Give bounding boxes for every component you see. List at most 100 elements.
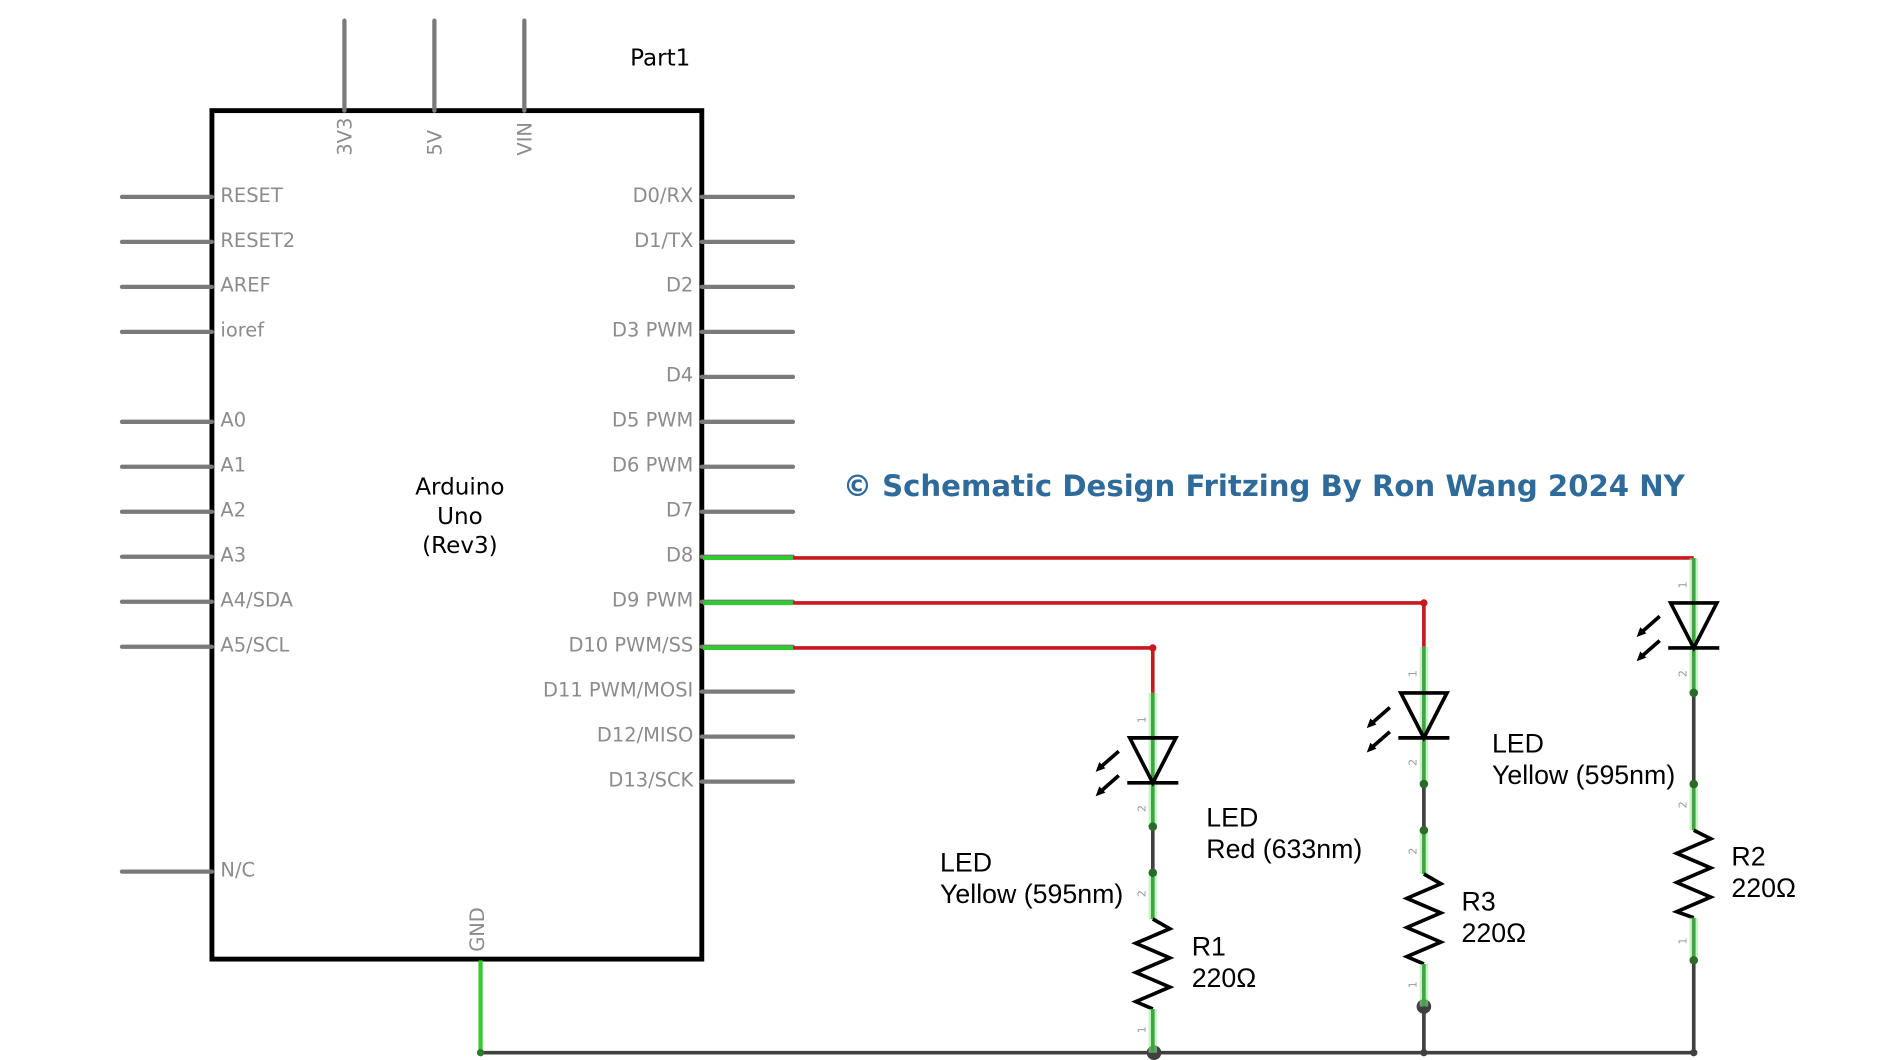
pin-label-gnd: GND bbox=[466, 907, 489, 952]
pin-label: D6 PWM bbox=[612, 454, 693, 477]
led-diode-icon bbox=[1397, 691, 1450, 742]
resistor-pin-number: 2 bbox=[1407, 848, 1420, 855]
resistor-r1[interactable]: 2 1 bbox=[1131, 868, 1175, 1053]
pin-d3-pwm[interactable]: D3 PWM bbox=[612, 319, 796, 342]
pin-a3[interactable]: A3 bbox=[119, 544, 246, 567]
pin-label: VIN bbox=[514, 122, 537, 156]
led-pin-number: 2 bbox=[1407, 759, 1420, 766]
pin-a0[interactable]: A0 bbox=[119, 409, 246, 432]
pin-5v[interactable]: 5V bbox=[424, 18, 447, 156]
credit-text: © Schematic Design Fritzing By Ron Wang … bbox=[843, 469, 1686, 503]
pin-label: A1 bbox=[220, 454, 246, 477]
arduino-uno-part[interactable]: Arduino Uno (Rev3) 3V3 5V VIN RESET RESET2A… bbox=[119, 18, 796, 962]
pin-label: 5V bbox=[424, 129, 447, 155]
pin-label: N/C bbox=[220, 858, 255, 881]
light-emission-arrows-icon bbox=[1366, 706, 1392, 753]
arduino-body-outline bbox=[209, 108, 705, 962]
wire-d9-bend-point bbox=[1420, 599, 1428, 607]
pin-d12-miso[interactable]: D12/MISO bbox=[597, 724, 796, 747]
resistor-pin-number: 1 bbox=[1136, 1026, 1149, 1033]
pin-n-c[interactable]: N/C bbox=[119, 858, 255, 881]
led-d10-label-color: Yellow (595nm) bbox=[940, 879, 1123, 909]
pin-aref[interactable]: AREF bbox=[119, 274, 271, 297]
pin-a1[interactable]: A1 bbox=[119, 454, 246, 477]
pin-3v3[interactable]: 3V3 bbox=[334, 18, 357, 156]
led-diode-icon bbox=[1126, 736, 1179, 787]
led-pin-number: 1 bbox=[1407, 670, 1420, 677]
r1-label-value: 220Ω bbox=[1192, 963, 1257, 993]
top-pins: 3V3 5V VIN bbox=[334, 18, 537, 156]
led-yellow-d10[interactable]: 1 2 bbox=[1095, 692, 1179, 831]
pin-ioref[interactable]: ioref bbox=[119, 319, 265, 342]
led-diode-icon bbox=[1667, 601, 1720, 652]
pin-d8[interactable]: D8 bbox=[666, 544, 796, 567]
resistor-r2[interactable]: 2 1 bbox=[1671, 779, 1716, 965]
pin-label: D5 PWM bbox=[612, 409, 693, 432]
pin-a2[interactable]: A2 bbox=[119, 499, 246, 522]
pin-label: A4/SDA bbox=[220, 589, 293, 612]
led-red-d9[interactable]: 1 2 bbox=[1366, 646, 1450, 789]
pin-vin[interactable]: VIN bbox=[514, 18, 537, 156]
r3-label-value: 220Ω bbox=[1462, 918, 1527, 948]
pin-a5-scl[interactable]: A5/SCL bbox=[119, 634, 290, 657]
pin-d11-pwm-mosi[interactable]: D11 PWM/MOSI bbox=[543, 679, 796, 702]
led-yellow-d8[interactable]: 1 2 bbox=[1636, 557, 1720, 698]
light-emission-arrows-icon bbox=[1095, 749, 1120, 797]
pin-label: 3V3 bbox=[334, 118, 357, 156]
wire-d10[interactable] bbox=[792, 646, 1155, 693]
led-d10-label-type: LED bbox=[940, 848, 992, 878]
r3-label-name: R3 bbox=[1462, 886, 1496, 916]
pin-label: AREF bbox=[220, 274, 270, 297]
pin-d0-rx[interactable]: D0/RX bbox=[633, 184, 796, 207]
r1-label-name: R1 bbox=[1192, 931, 1226, 961]
pin-d7[interactable]: D7 bbox=[666, 499, 796, 522]
led-pin-number: 2 bbox=[1136, 805, 1149, 812]
pin-label: A2 bbox=[220, 499, 246, 522]
resistor-pin-number: 2 bbox=[1136, 890, 1149, 897]
r2-label-value: 220Ω bbox=[1731, 873, 1796, 903]
pin-label: RESET2 bbox=[220, 229, 295, 252]
pin-label: D1/TX bbox=[634, 229, 693, 252]
light-emission-arrows-icon bbox=[1636, 614, 1661, 662]
pin-label: D10 PWM/SS bbox=[568, 634, 693, 657]
pin-a4-sda[interactable]: A4/SDA bbox=[119, 589, 294, 612]
pin-d10-pwm-ss[interactable]: D10 PWM/SS bbox=[568, 634, 796, 657]
pin-d1-tx[interactable]: D1/TX bbox=[634, 229, 796, 252]
pin-reset2[interactable]: RESET2 bbox=[119, 229, 295, 252]
wires bbox=[476, 555, 1698, 1060]
wire-d9[interactable] bbox=[792, 601, 1426, 647]
wire-d10-bend-point bbox=[1149, 644, 1157, 652]
resistor-pin-number: 1 bbox=[1676, 938, 1689, 945]
pin-d5-pwm[interactable]: D5 PWM bbox=[612, 409, 796, 432]
pin-label: D8 bbox=[666, 544, 693, 567]
pin-reset[interactable]: RESET bbox=[119, 184, 283, 207]
resistor-pin-number: 1 bbox=[1407, 981, 1420, 988]
part-title: Part1 bbox=[630, 46, 690, 72]
pin-label: D0/RX bbox=[633, 184, 694, 207]
pin-d2[interactable]: D2 bbox=[666, 274, 796, 297]
pin-label: D3 PWM bbox=[612, 319, 693, 342]
led-pin-number: 1 bbox=[1676, 581, 1689, 588]
pin-label: D9 PWM bbox=[612, 589, 693, 612]
led-pin-number: 1 bbox=[1136, 716, 1149, 723]
pin-label: D11 PWM/MOSI bbox=[543, 679, 693, 702]
board-name-line-1: Arduino bbox=[415, 475, 504, 501]
pin-label: D7 bbox=[666, 499, 693, 522]
pin-label: ioref bbox=[220, 319, 265, 342]
pin-d6-pwm[interactable]: D6 PWM bbox=[612, 454, 796, 477]
pin-label: RESET bbox=[220, 184, 282, 207]
board-name-line-3: (Rev3) bbox=[422, 533, 498, 559]
pin-d4[interactable]: D4 bbox=[666, 364, 796, 387]
gnd-junction bbox=[476, 1049, 485, 1057]
resistor-r3[interactable]: 2 1 bbox=[1402, 825, 1446, 1007]
pin-label: D12/MISO bbox=[597, 724, 693, 747]
resistor-zigzag-icon bbox=[1671, 828, 1716, 920]
pin-d13-sck[interactable]: D13/SCK bbox=[608, 768, 796, 791]
r2-label-name: R2 bbox=[1731, 842, 1765, 872]
board-name-line-2: Uno bbox=[437, 504, 483, 530]
pin-label: A5/SCL bbox=[220, 634, 289, 657]
led-d8-label-type: LED bbox=[1492, 728, 1544, 758]
